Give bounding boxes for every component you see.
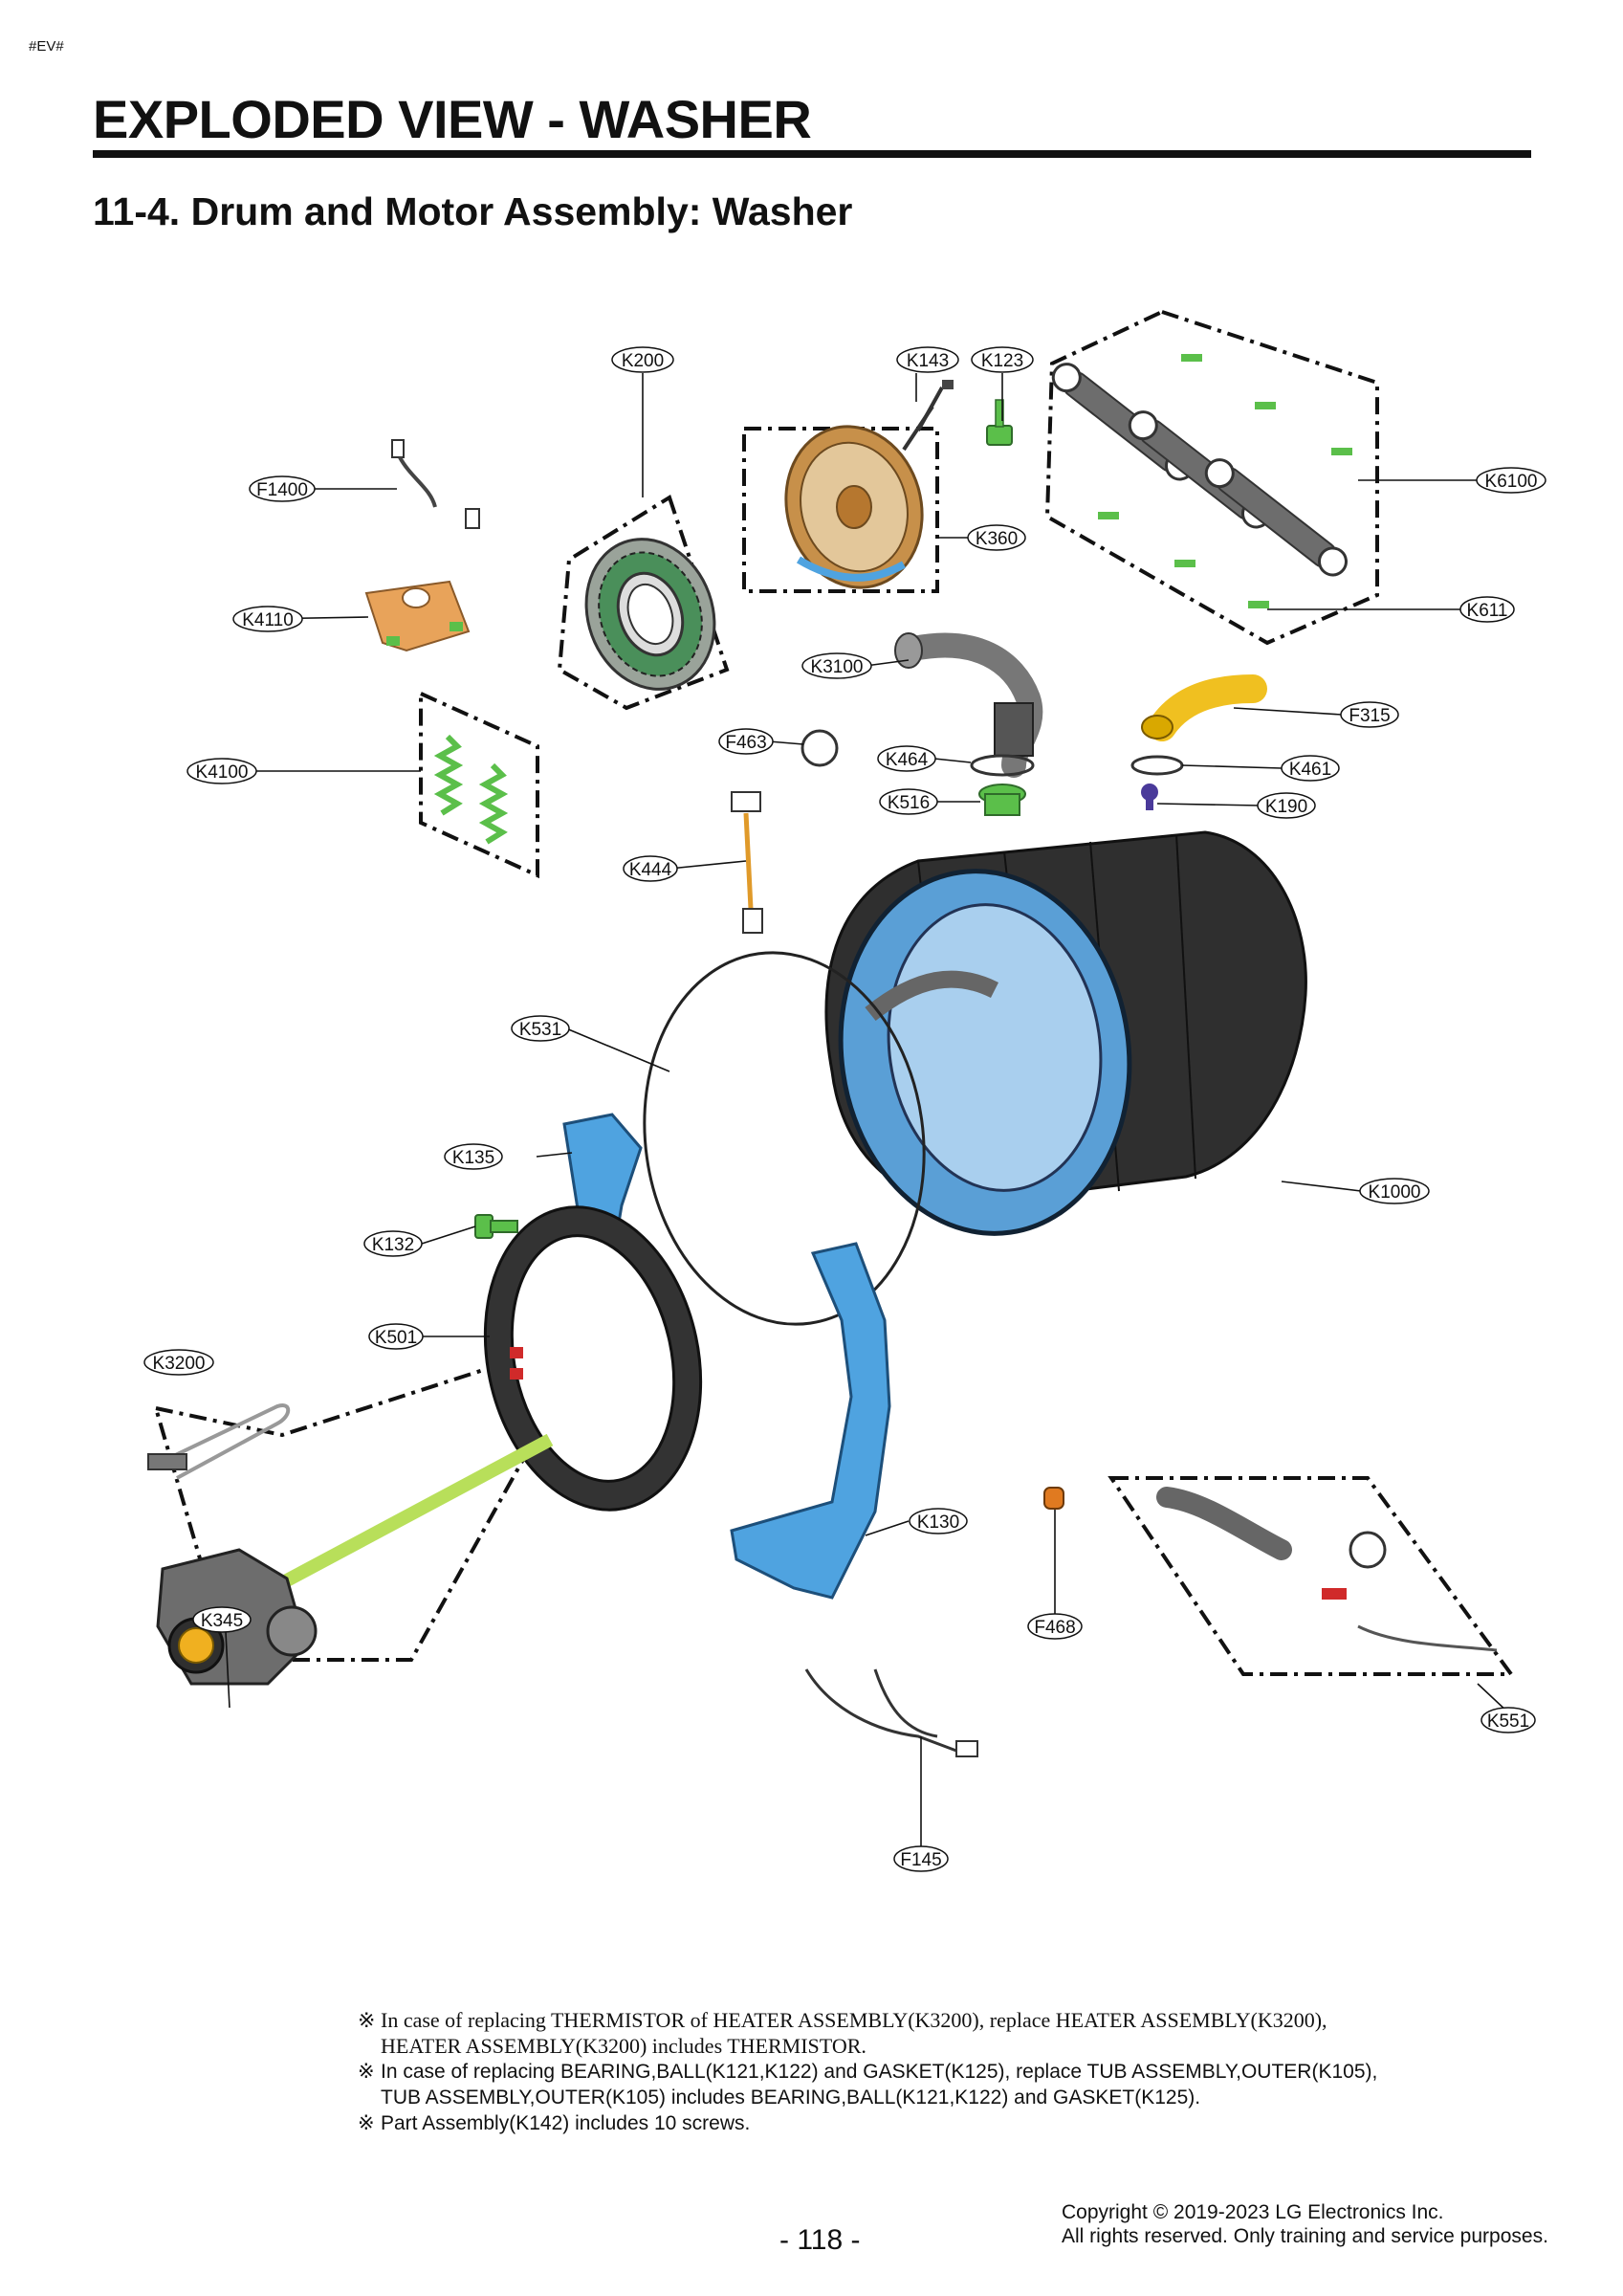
svg-text:K130: K130 — [917, 1512, 959, 1533]
damper-part — [1051, 354, 1352, 608]
green-bolt-part — [986, 399, 1013, 446]
svg-text:K461: K461 — [1289, 760, 1331, 780]
callout-K123: K123 — [971, 346, 1034, 373]
callout-K516: K516 — [879, 788, 938, 815]
filter-part — [1043, 1487, 1064, 1510]
callout-K143: K143 — [896, 346, 959, 373]
connector-wire-part — [391, 439, 480, 529]
valve-part — [1141, 784, 1158, 810]
callout-F145: F145 — [893, 1845, 949, 1872]
svg-text:K3100: K3100 — [811, 657, 864, 677]
bolt-part — [902, 380, 954, 452]
callout-K6100: K6100 — [1476, 467, 1546, 494]
bracket-lower-part — [730, 1242, 891, 1600]
callout-F468: F468 — [1027, 1613, 1083, 1640]
note-bearing: ※ In case of replacing BEARING,BALL(K121… — [358, 2061, 1378, 2108]
callout-K130: K130 — [909, 1508, 968, 1534]
svg-text:K3200: K3200 — [153, 1354, 206, 1374]
svg-text:K4110: K4110 — [242, 610, 294, 630]
callout-K360: K360 — [967, 524, 1026, 551]
callout-K345: K345 — [192, 1606, 252, 1633]
cap-part — [978, 784, 1026, 816]
stator-part — [584, 538, 716, 691]
svg-text:K444: K444 — [629, 860, 672, 880]
screw-part — [474, 1214, 518, 1239]
notes-block: ※ In case of replacing THERMISTOR of HEA… — [358, 2007, 1524, 2136]
drain-hose-part — [1156, 1487, 1498, 1652]
ring-part — [970, 754, 1035, 777]
note-thermistor: ※ In case of replacing THERMISTOR of HEA… — [358, 2008, 1327, 2058]
page-number: - 118 - — [779, 2224, 861, 2256]
copyright: Copyright © 2019-2023 LG Electronics Inc… — [1062, 2201, 1548, 2247]
hose-part — [894, 632, 1043, 778]
section-title: 11-4. Drum and Motor Assembly: Washer — [93, 189, 853, 233]
elbow-hose-part — [1141, 674, 1267, 741]
clamp-part — [801, 729, 839, 767]
wire-ring-part — [643, 951, 926, 1326]
spring-group-outline — [419, 690, 539, 879]
callout-F463: F463 — [718, 728, 774, 755]
bracket-part — [364, 580, 471, 652]
callout-K190: K190 — [1257, 792, 1316, 819]
svg-text:K200: K200 — [622, 351, 664, 371]
callout-K3200: K3200 — [143, 1349, 214, 1376]
svg-text:K360: K360 — [976, 529, 1018, 549]
svg-text:F468: F468 — [1034, 1618, 1075, 1638]
svg-text:K190: K190 — [1265, 797, 1307, 817]
svg-text:K501: K501 — [375, 1328, 417, 1348]
callout-F315: F315 — [1340, 701, 1399, 728]
harness-part — [804, 1668, 978, 1757]
svg-text:K1000: K1000 — [1369, 1182, 1421, 1203]
sensor-part — [731, 791, 763, 934]
callout-K444: K444 — [623, 855, 678, 882]
callout-K611: K611 — [1459, 596, 1515, 623]
callout-K531: K531 — [511, 1015, 570, 1042]
svg-text:F145: F145 — [900, 1850, 941, 1870]
svg-text:K6100: K6100 — [1485, 472, 1538, 492]
spring-ring-part — [1130, 755, 1184, 776]
svg-text:F463: F463 — [725, 733, 766, 753]
stator-group-outline — [557, 494, 730, 711]
svg-text:F315: F315 — [1349, 706, 1390, 726]
gasket-part — [483, 1205, 703, 1512]
callout-F1400: F1400 — [249, 475, 316, 502]
callout-K464: K464 — [877, 745, 936, 772]
callout-K3100: K3100 — [801, 652, 872, 679]
drum-tub-part — [824, 830, 1307, 1236]
rotor-group-outline — [742, 427, 939, 593]
title-rule — [93, 150, 1531, 158]
callout-K132: K132 — [363, 1230, 423, 1257]
svg-text:F1400: F1400 — [256, 480, 308, 500]
callout-K4100: K4100 — [186, 758, 257, 784]
svg-text:K611: K611 — [1467, 601, 1508, 621]
svg-text:K345: K345 — [201, 1611, 243, 1631]
page-title: EXPLODED VIEW - WASHER — [93, 89, 812, 149]
callout-K551: K551 — [1480, 1707, 1536, 1733]
heater-part — [147, 1403, 291, 1480]
callout-K461: K461 — [1281, 755, 1340, 782]
rotor-part — [784, 425, 924, 589]
note-screws: ※ Part Assembly(K142) includes 10 screws… — [358, 2112, 751, 2134]
svg-text:K551: K551 — [1487, 1711, 1529, 1732]
svg-text:K123: K123 — [981, 351, 1023, 371]
exploded-view-diagram: .dash { fill:none; stroke:#111; stroke-w… — [143, 309, 1546, 1872]
spring-part — [433, 734, 509, 845]
callout-K501: K501 — [368, 1323, 424, 1350]
callout-K1000: K1000 — [1359, 1178, 1430, 1204]
callout-K135: K135 — [444, 1143, 503, 1170]
document-tag: #EV# — [29, 38, 64, 55]
svg-text:K143: K143 — [907, 351, 949, 371]
callout-K4110: K4110 — [232, 606, 303, 632]
svg-text:K132: K132 — [372, 1235, 414, 1255]
svg-text:K516: K516 — [888, 793, 930, 813]
callout-K200: K200 — [611, 346, 674, 373]
pump-part — [156, 1433, 554, 1686]
damper-group-outline — [1044, 309, 1379, 646]
svg-text:K464: K464 — [886, 750, 929, 770]
svg-text:K531: K531 — [519, 1020, 561, 1040]
svg-text:K4100: K4100 — [196, 762, 249, 783]
svg-text:K135: K135 — [452, 1148, 494, 1168]
